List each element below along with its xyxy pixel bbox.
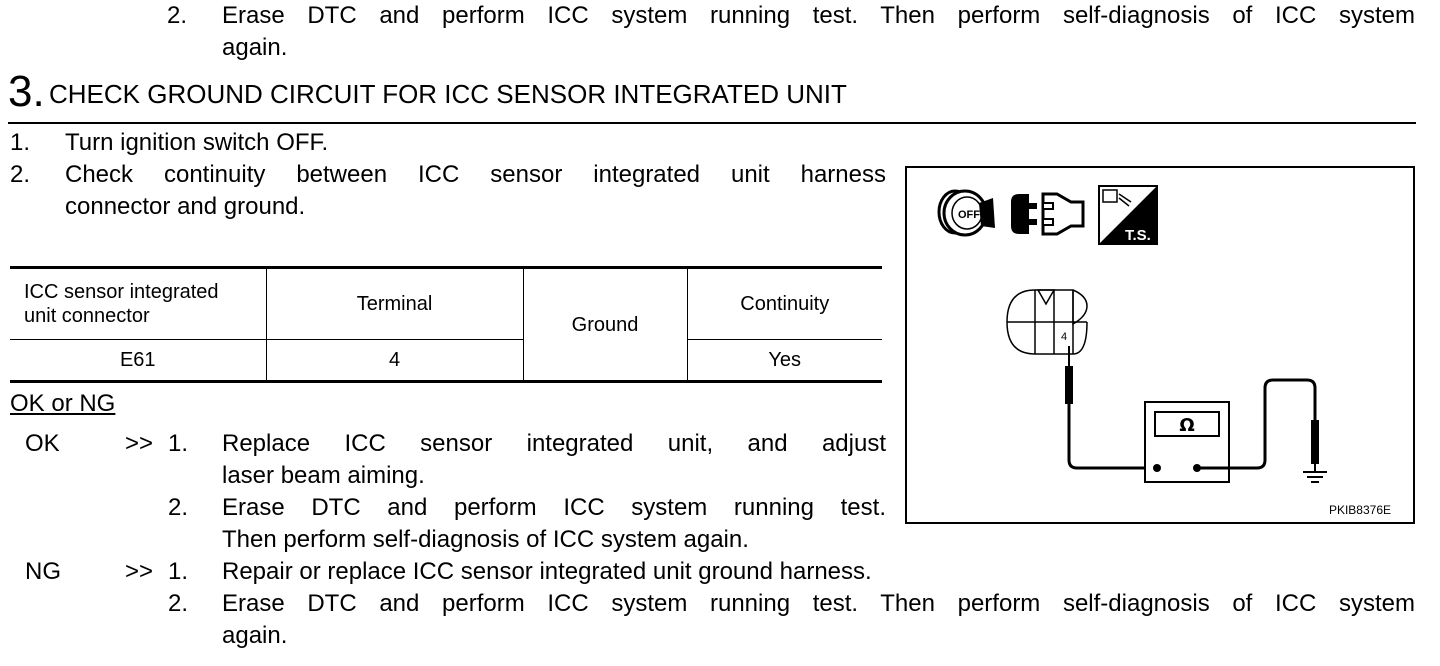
continuity-table: ICC sensor integrated unit connector Ter… (10, 266, 882, 383)
step-divider (8, 122, 1416, 124)
ok-arrow: >> (125, 430, 154, 457)
ok-item-2-line2: Then perform self-diagnosis of ICC syste… (222, 526, 749, 553)
ohmmeter-icon: Ω (1144, 401, 1230, 483)
ng-item-2-line1: Erase DTC and perform ICC system running… (222, 590, 1415, 617)
header-connector: ICC sensor integrated unit connector (10, 268, 266, 340)
connector-disconnect-icon (1011, 192, 1085, 236)
instruction-2-number: 2. (10, 161, 31, 188)
ng-item-2-line2: again. (222, 622, 288, 649)
ok-item-2-number: 2. (168, 494, 189, 521)
table-row: E61 4 Yes (10, 339, 882, 382)
header-connector-line2: unit connector (24, 305, 150, 327)
ng-item-1-text: Repair or replace ICC sensor integrated … (222, 558, 872, 585)
ohm-symbol: Ω (1179, 415, 1194, 436)
header-continuity: Continuity (686, 267, 882, 340)
instruction-2-line1: Check continuity between ICC sensor inte… (65, 161, 886, 188)
ok-item-1-line2: laser beam aiming. (222, 462, 425, 489)
figure-drawing: OFF T.S. 4 (937, 185, 1391, 517)
ts-label: T.S. (1125, 227, 1151, 244)
step-number: 3. (8, 67, 45, 116)
prev-item-line1: Erase DTC and perform ICC system running… (222, 2, 1415, 29)
harness-connector-icon: 4 (1006, 289, 1088, 355)
cell-terminal: 4 (265, 339, 523, 382)
prev-item-line2: again. (222, 34, 288, 61)
ng-item-1-number: 1. (168, 558, 189, 585)
cell-continuity: Yes (686, 339, 882, 382)
instruction-1-text: Turn ignition switch OFF. (65, 129, 329, 156)
prev-item-number: 2. (167, 2, 188, 29)
ng-label: NG (25, 558, 61, 585)
wiring-figure: OFF T.S. 4 (905, 166, 1415, 524)
ng-item-2-number: 2. (168, 590, 189, 617)
result-heading: OK or NG (10, 390, 116, 417)
header-connector-line1: ICC sensor integrated (24, 281, 219, 303)
ok-label: OK (25, 430, 60, 457)
ignition-key-icon: OFF (937, 189, 995, 237)
ground-icon (1303, 471, 1327, 483)
header-ground: Ground (522, 267, 687, 382)
ignition-off-label: OFF (958, 209, 980, 221)
ok-item-1-line1: Replace ICC sensor integrated unit, and … (222, 430, 886, 457)
ok-item-1-number: 1. (168, 430, 189, 457)
table-header-row: ICC sensor integrated unit connector Ter… (10, 267, 882, 382)
step-title: CHECK GROUND CIRCUIT FOR ICC SENSOR INTE… (49, 79, 847, 109)
ok-item-2-line1: Erase DTC and perform ICC system running… (222, 494, 886, 521)
terminal-4-label: 4 (1061, 331, 1067, 343)
ts-icon: T.S. (1098, 185, 1158, 245)
header-terminal: Terminal (265, 267, 523, 340)
ng-arrow: >> (125, 558, 154, 585)
probe-left-icon (1065, 366, 1073, 404)
probe-right-icon (1311, 420, 1319, 464)
instruction-1-number: 1. (10, 129, 31, 156)
instruction-2-line2: connector and ground. (65, 193, 306, 220)
figure-code: PKIB8376E (1329, 503, 1391, 517)
cell-connector: E61 (10, 339, 266, 382)
